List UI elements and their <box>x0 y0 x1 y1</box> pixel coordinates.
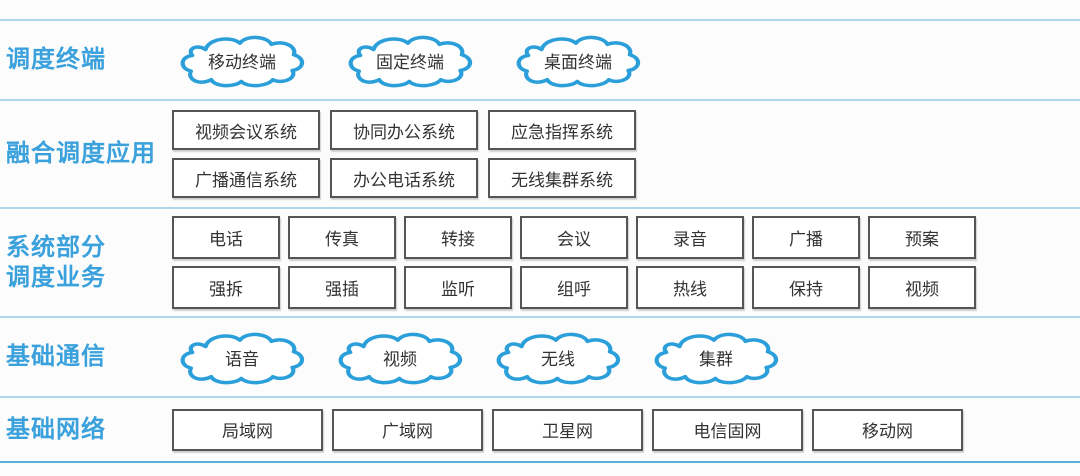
row-label: 基础网络 <box>6 415 106 443</box>
box-item: 广播通信系统 <box>172 158 320 198</box>
box-item: 广域网 <box>332 408 483 451</box>
cloud-item: 固定终端 <box>340 31 480 89</box>
box-item: 预案 <box>868 216 976 259</box>
cloud-item: 移动终端 <box>172 31 312 89</box>
cloud-label: 语音 <box>225 349 259 369</box>
cloud-label: 视频 <box>383 349 417 369</box>
cloud-label: 无线 <box>541 349 575 369</box>
layer-dispatch-terminals: 调度终端 移动终端 固定终端 桌面终端 <box>0 19 1080 99</box>
box-item: 协同办公系统 <box>330 110 478 150</box>
bottom-separator-line <box>0 461 1080 463</box>
row-label: 调度终端 <box>6 46 106 73</box>
cloud-label: 固定终端 <box>376 52 444 72</box>
box-item: 传真 <box>288 216 396 259</box>
cloud-item: 集群 <box>646 328 786 386</box>
layer-dispatch-services: 系统部分 调度业务 电话 传真 转接 会议 录音 广播 预案 强拆 强插 监听 … <box>0 207 1080 316</box>
layer-converged-dispatch-apps: 融合调度应用 视频会议系统 协同办公系统 应急指挥系统 广播通信系统 办公电话系… <box>0 99 1080 207</box>
cloud-label: 集群 <box>699 349 733 369</box>
box-item: 组呼 <box>520 266 628 309</box>
cloud-item: 无线 <box>488 328 628 386</box>
box-item: 监听 <box>404 266 512 309</box>
row-label: 融合调度应用 <box>6 140 156 167</box>
cloud-row: 移动终端 固定终端 桌面终端 <box>172 31 648 89</box>
layer-basic-network: 基础网络 局域网 广域网 卫星网 电信固网 移动网 <box>0 396 1080 461</box>
box-grid: 电话 传真 转接 会议 录音 广播 预案 强拆 强插 监听 组呼 热线 保持 视… <box>172 216 976 309</box>
cloud-label: 桌面终端 <box>544 52 612 72</box>
box-item: 保持 <box>752 266 860 309</box>
cloud-item: 桌面终端 <box>508 31 648 89</box>
box-item: 热线 <box>636 266 744 309</box>
row-label: 基础通信 <box>6 343 106 370</box>
box-item: 电信固网 <box>652 408 803 451</box>
box-item: 强拆 <box>172 266 280 309</box>
box-item: 视频 <box>868 266 976 309</box>
cloud-item: 语音 <box>172 328 312 386</box>
box-item: 电话 <box>172 216 280 259</box>
box-item: 移动网 <box>812 408 963 451</box>
cloud-label: 移动终端 <box>208 52 276 72</box>
box-item: 会议 <box>520 216 628 259</box>
row-label-line: 调度业务 <box>6 263 106 291</box>
box-item: 应急指挥系统 <box>488 110 636 150</box>
box-item: 广播 <box>752 216 860 259</box>
row-label: 系统部分 调度业务 <box>0 233 172 293</box>
box-item: 卫星网 <box>492 408 643 451</box>
box-item: 局域网 <box>172 408 323 451</box>
box-item: 录音 <box>636 216 744 259</box>
cloud-item: 视频 <box>330 328 470 386</box>
box-item: 办公电话系统 <box>330 158 478 198</box>
box-item: 转接 <box>404 216 512 259</box>
box-item: 无线集群系统 <box>488 158 636 198</box>
box-grid: 视频会议系统 协同办公系统 应急指挥系统 广播通信系统 办公电话系统 无线集群系… <box>172 110 636 198</box>
box-item: 强插 <box>288 266 396 309</box>
box-row: 局域网 广域网 卫星网 电信固网 移动网 <box>172 408 963 451</box>
cloud-row: 语音 视频 无线 集群 <box>172 328 786 386</box>
layer-basic-communication: 基础通信 语音 视频 无线 集群 <box>0 316 1080 396</box>
row-label-line: 系统部分 <box>6 233 106 261</box>
box-item: 视频会议系统 <box>172 110 320 150</box>
